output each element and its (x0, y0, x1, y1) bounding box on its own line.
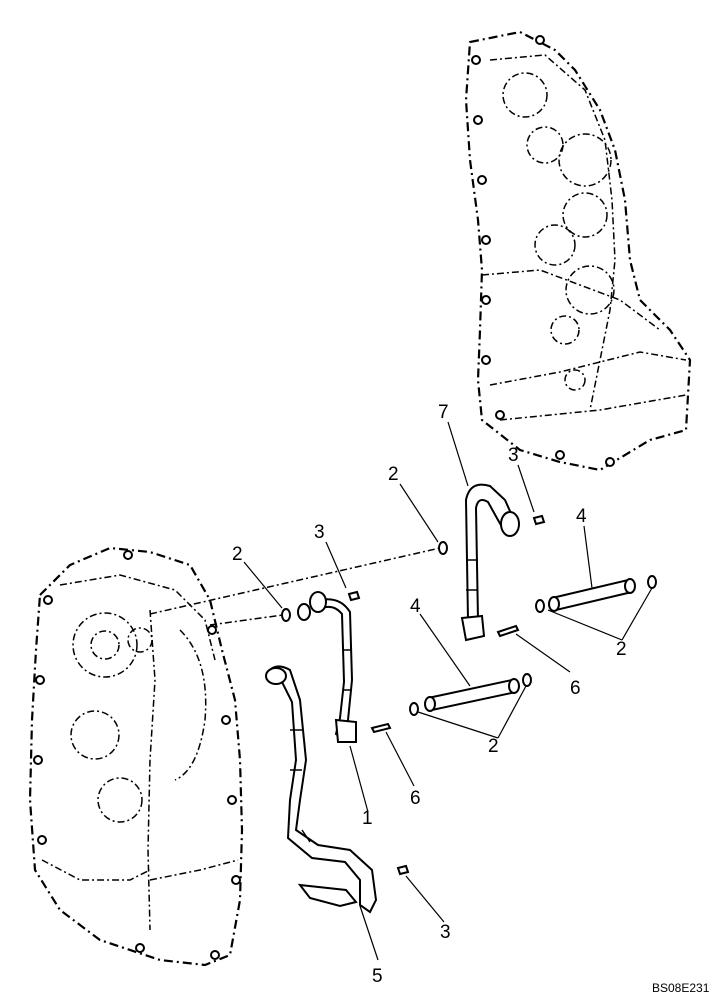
callout-3: 3 (440, 922, 451, 943)
callout-2: 2 (232, 544, 243, 565)
callout-3: 3 (314, 522, 325, 543)
case-bolt-row (33, 550, 241, 960)
callout-3: 3 (508, 445, 519, 466)
part-1-tube (309, 591, 357, 743)
housing-bolt-row (471, 35, 615, 467)
callout-labels: 2 3 2 7 3 4 2 4 6 2 6 1 3 5 (232, 402, 627, 987)
part-5-tube (265, 665, 378, 914)
callout-6: 6 (570, 678, 581, 699)
callout-2: 2 (616, 639, 627, 660)
callout-4: 4 (410, 596, 421, 617)
front-transmission-housing (28, 546, 244, 967)
callout-5: 5 (372, 966, 383, 987)
callout-6: 6 (410, 788, 421, 809)
part-4-tube-upper (548, 578, 636, 612)
part-2-o-rings (281, 541, 657, 716)
assembly-centerlines (149, 547, 441, 626)
part-3-plugs (347, 514, 546, 876)
part-6-bolts (370, 624, 520, 734)
rear-transmission-housing (464, 30, 692, 472)
callout-2: 2 (388, 464, 399, 485)
callout-1: 1 (362, 808, 373, 829)
callout-4: 4 (576, 506, 587, 527)
callout-2: 2 (488, 736, 499, 757)
callout-7: 7 (438, 402, 449, 423)
drawing-reference-code: BS08E231 (652, 981, 710, 995)
part-7-tube (460, 483, 520, 642)
part-4-tube-lower (424, 678, 520, 712)
callout-leaders (243, 421, 653, 961)
